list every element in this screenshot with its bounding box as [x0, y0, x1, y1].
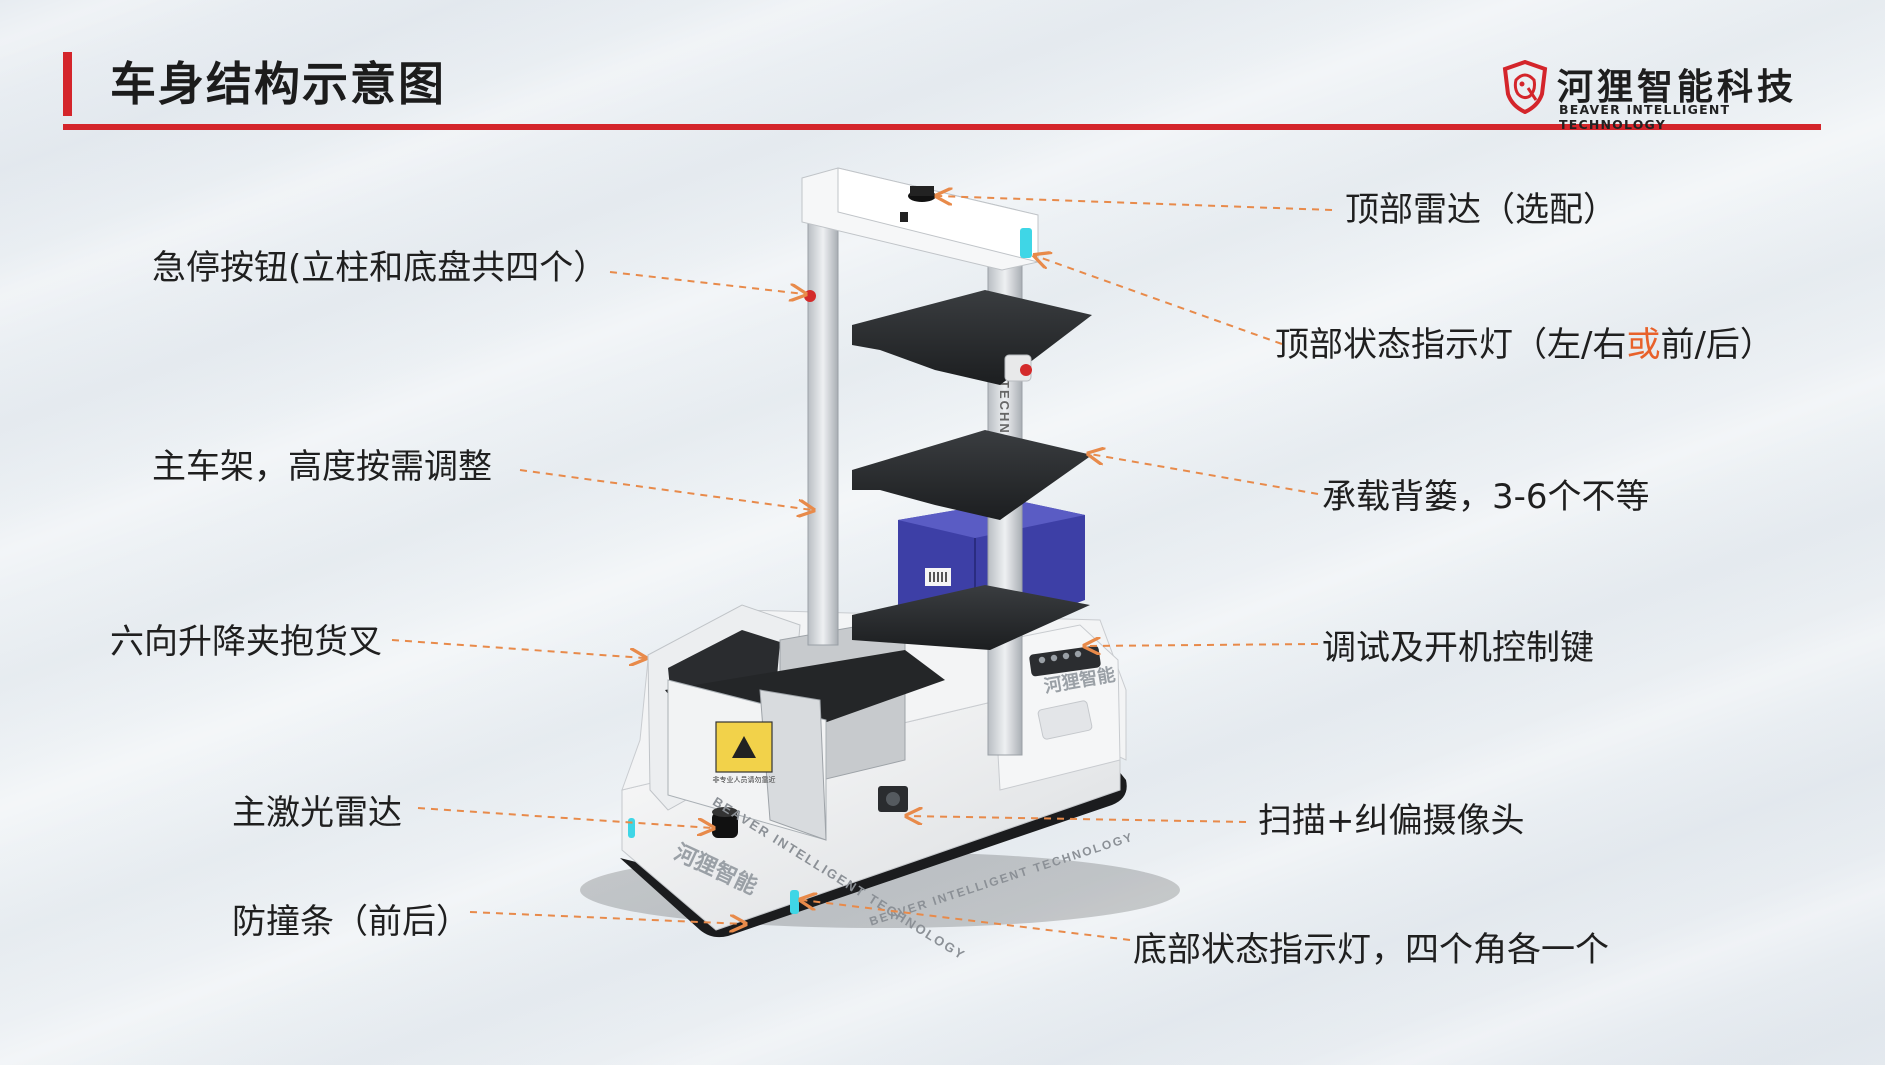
shelf-bottom: [852, 585, 1090, 650]
top-indicator: [1020, 228, 1032, 258]
title-accent-bar: [63, 52, 72, 116]
logo-chinese-name: 河狸智能科技: [1557, 67, 1798, 108]
label-estop: 急停按钮(立柱和底盘共四个）: [152, 248, 608, 288]
fork-clamp-arm: [759, 689, 827, 841]
leader-top-light: [1036, 256, 1283, 345]
shelf-middle: [852, 430, 1092, 520]
title-rule: [63, 124, 1821, 130]
label-top-light-post: 前/后）: [1660, 325, 1774, 365]
top-lidar: [900, 186, 936, 222]
housing-vent: [1037, 700, 1093, 740]
leader-top-lidar: [938, 196, 1333, 211]
main-lidar: [712, 807, 738, 838]
leader-estop: [609, 271, 804, 294]
logo-english-name: BEAVER INTELLIGENT TECHNOLOGY: [1559, 102, 1731, 132]
leader-bottom-light: [802, 900, 1131, 941]
page-title: 车身结构示意图: [110, 57, 446, 111]
camera-module: [878, 786, 908, 812]
leader-camera: [908, 816, 1247, 822]
beaver-shield-icon: [1502, 60, 1548, 114]
label-top-lidar: 顶部雷达（选配）: [1345, 190, 1617, 230]
label-fork: 六向升降夹抱货叉: [110, 622, 382, 662]
warning-label: 非专业人员请勿靠近: [713, 721, 776, 784]
leader-baskets: [1090, 454, 1319, 495]
estop-button-mast: [1004, 354, 1032, 382]
label-top-light: 顶部状态指示灯（左/右或前/后）: [1275, 325, 1774, 365]
leader-debug-keys: [1086, 644, 1319, 646]
label-main-frame: 主车架，高度按需调整: [152, 447, 492, 487]
leader-fork: [391, 639, 644, 658]
label-top-light-pre: 顶部状态指示灯（左/右: [1275, 325, 1627, 365]
label-debug-keys: 调试及开机控制键: [1322, 628, 1594, 668]
leader-main-frame: [519, 469, 812, 510]
company-logo: 河狸智能科技 BEAVER INTELLIGENT TECHNOLOGY: [1502, 60, 1822, 132]
svg-text:非专业人员请勿靠近: 非专业人员请勿靠近: [713, 775, 776, 784]
label-top-light-highlight: 或: [1626, 325, 1661, 365]
shelf-top: [852, 290, 1092, 385]
label-bumper: 防撞条（前后）: [232, 902, 470, 942]
label-bottom-light: 底部状态指示灯，四个角各一个: [1133, 930, 1609, 970]
mast-left: [807, 204, 839, 646]
bottom-indicator-front: [790, 890, 799, 914]
label-baskets: 承载背篓，3-6个不等: [1322, 477, 1650, 517]
leader-bumper: [469, 911, 744, 924]
leader-main-lidar: [417, 807, 712, 828]
label-camera: 扫描+纠偏摄像头: [1258, 801, 1525, 841]
label-main-lidar: 主激光雷达: [232, 793, 402, 833]
